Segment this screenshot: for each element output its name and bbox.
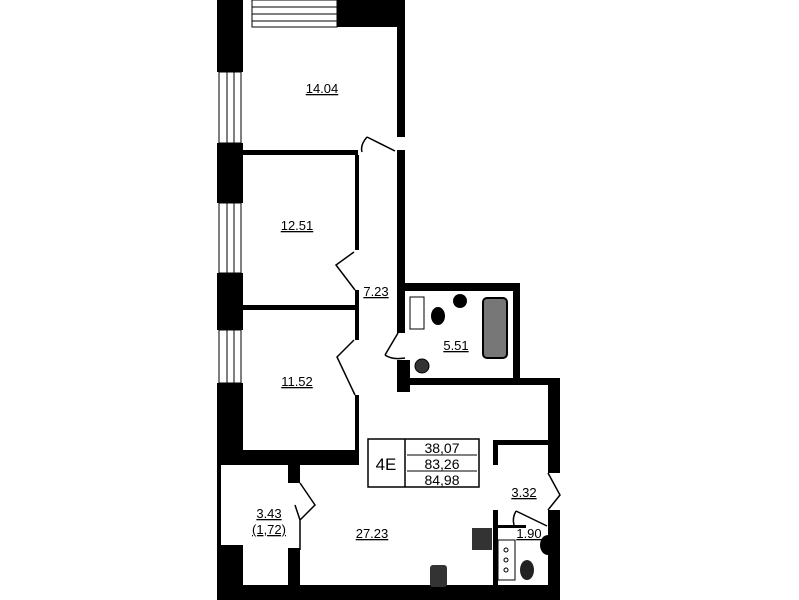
toilet-icon — [431, 307, 445, 325]
room-area-corridor: 7.23 — [363, 284, 388, 299]
room-area-living-kitchen: 27.23 — [356, 526, 389, 541]
room-area-wc: 1.90 — [516, 526, 541, 541]
total-area: 83,26 — [424, 456, 459, 472]
radiator-icon — [430, 565, 447, 587]
room-labels: 14.04 12.51 7.23 5.51 11.52 27.23 3.32 1… — [252, 81, 542, 541]
room-area-balcony: 3.43 — [256, 506, 281, 521]
washing-machine-icon — [414, 358, 430, 374]
room-area-bedroom-top: 14.04 — [306, 81, 339, 96]
wc-toilet-icon — [520, 560, 534, 580]
basin-icon — [453, 294, 467, 308]
room-area-bedroom-middle: 12.51 — [281, 218, 314, 233]
room-area-hall: 3.32 — [511, 485, 536, 500]
doors — [294, 136, 561, 550]
wc-basin-icon — [540, 535, 556, 555]
apartment-code: 4E — [376, 455, 397, 474]
total-area-with-balcony: 84,98 — [424, 472, 459, 488]
bathtub-icon — [482, 297, 508, 359]
room-area-balcony-reduced: (1,72) — [252, 522, 286, 537]
room-area-bathroom: 5.51 — [443, 338, 468, 353]
room-area-bedroom-bottom: 11.52 — [281, 374, 313, 389]
kitchen-sink-icon — [497, 539, 516, 581]
fixtures — [409, 294, 556, 587]
windows — [218, 0, 338, 384]
living-area: 38,07 — [424, 440, 459, 456]
sink-icon — [409, 296, 425, 330]
stove-icon — [472, 528, 492, 550]
walls — [217, 0, 560, 600]
apartment-legend: 4E 38,07 83,26 84,98 — [367, 438, 480, 488]
